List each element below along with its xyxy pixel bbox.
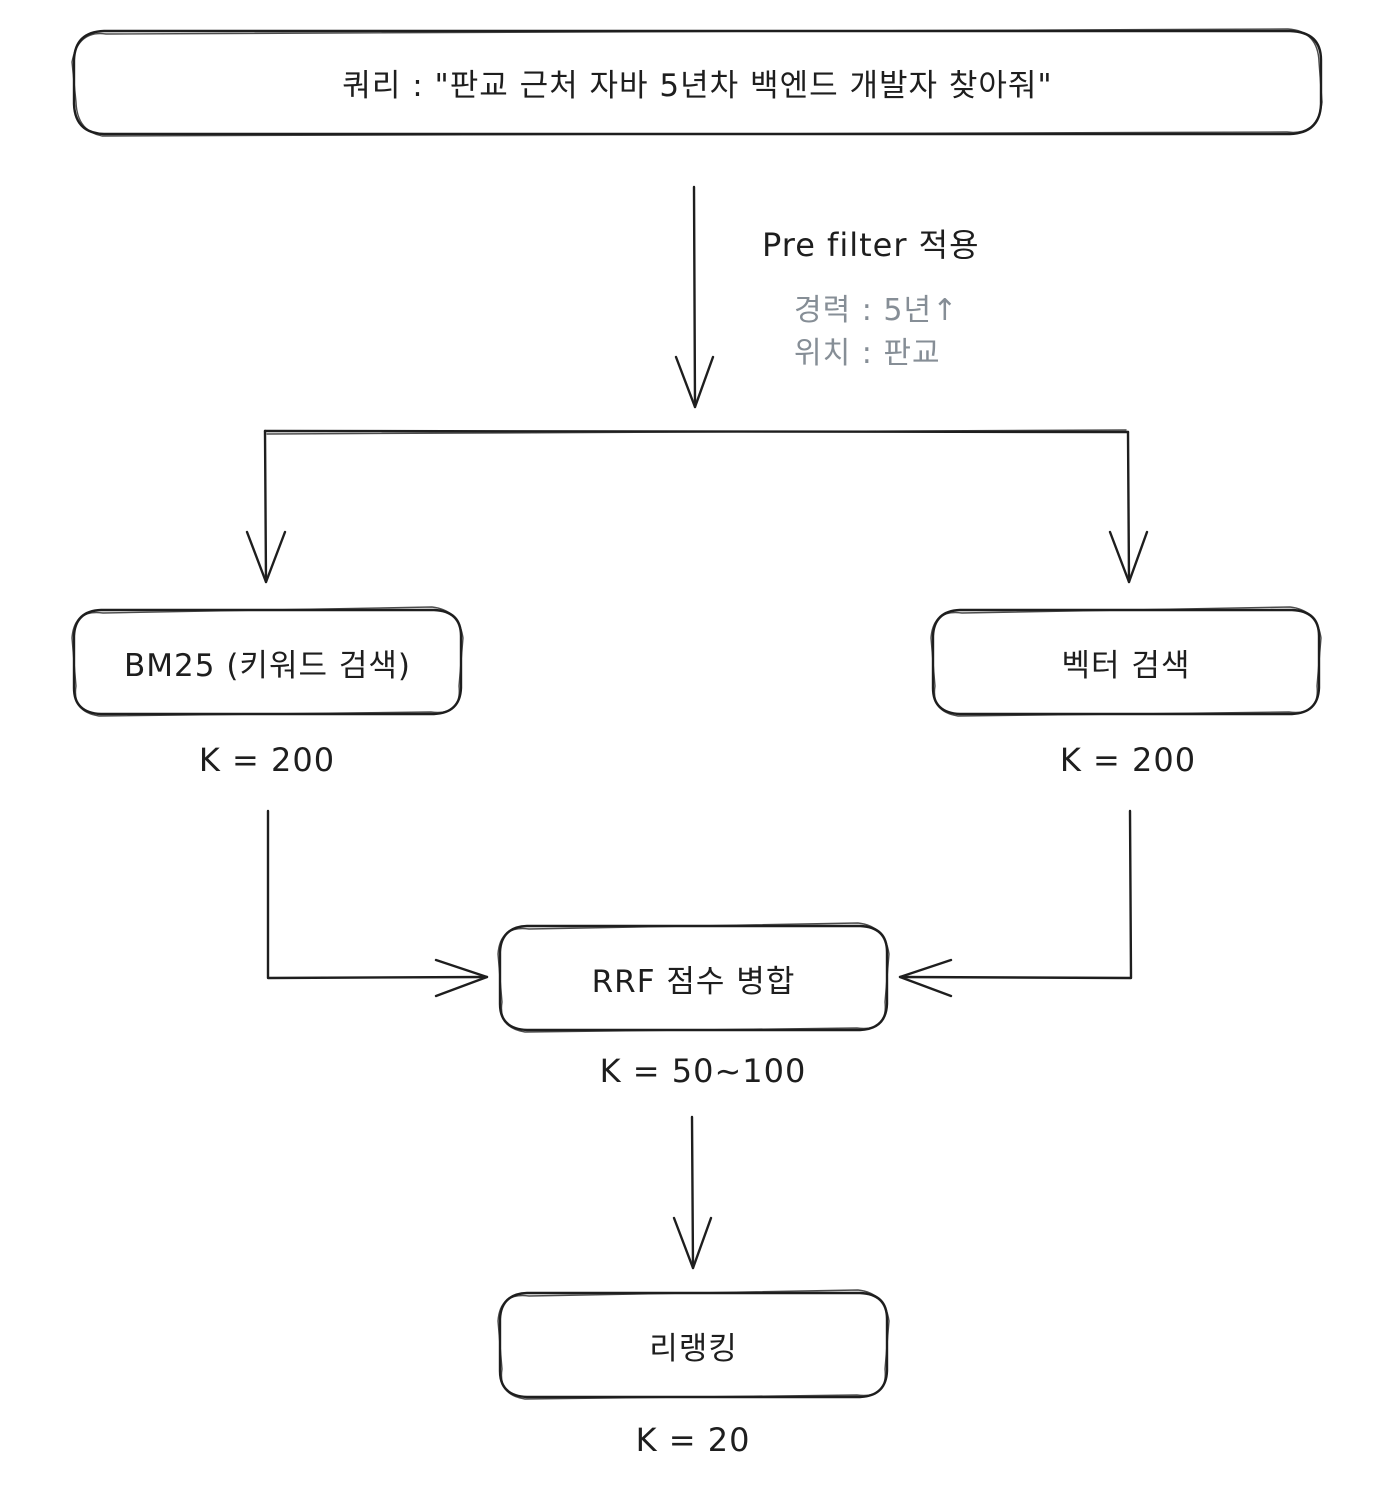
arrow-rrf-to-rerank (672, 1115, 713, 1270)
arrow-split-to-bm25 (245, 429, 287, 584)
prefilter-condition-location: 위치 : 판교 (794, 336, 941, 371)
rrf-box: RRF 점수 병합 (500, 926, 887, 1030)
rerank-box-outline (497, 1289, 890, 1400)
arrow-bm25-to-rrf (266, 809, 489, 998)
bm25-box: BM25 (키워드 검색) (74, 610, 461, 714)
rrf-k-label: K = 50~100 (599, 1052, 807, 1090)
prefilter-condition-career: 경력 : 5년↑ (794, 293, 959, 328)
query-box: 쿼리 : "판교 근처 자바 5년차 백엔드 개발자 찾아줘" (74, 31, 1321, 134)
rrf-label: RRF 점수 병합 (591, 963, 796, 1000)
query-text: 쿼리 : "판교 근처 자바 5년차 백엔드 개발자 찾아줘" (342, 68, 1053, 104)
prefilter-title: Pre filter 적용 (762, 226, 980, 264)
vector-k-label: K = 200 (1059, 741, 1197, 779)
vector-label: 벡터 검색 (1061, 647, 1191, 684)
arrow-split-to-vector (1108, 430, 1149, 584)
split-line (263, 429, 1130, 435)
arrow-query-to-split (674, 185, 715, 409)
bm25-label: BM25 (키워드 검색) (124, 647, 411, 684)
bm25-box-outline (71, 606, 464, 717)
vector-box-outline (930, 606, 1322, 717)
rerank-box: 리랭킹 (500, 1293, 887, 1397)
bm25-k-label: K = 200 (198, 741, 336, 779)
rerank-k-label: K = 20 (635, 1421, 751, 1459)
arrow-vector-to-rrf (898, 809, 1133, 998)
vector-box: 벡터 검색 (933, 610, 1319, 714)
rerank-label: 리랭킹 (649, 1330, 738, 1367)
rrf-box-outline (497, 922, 890, 1033)
query-box-outline (71, 28, 1323, 137)
